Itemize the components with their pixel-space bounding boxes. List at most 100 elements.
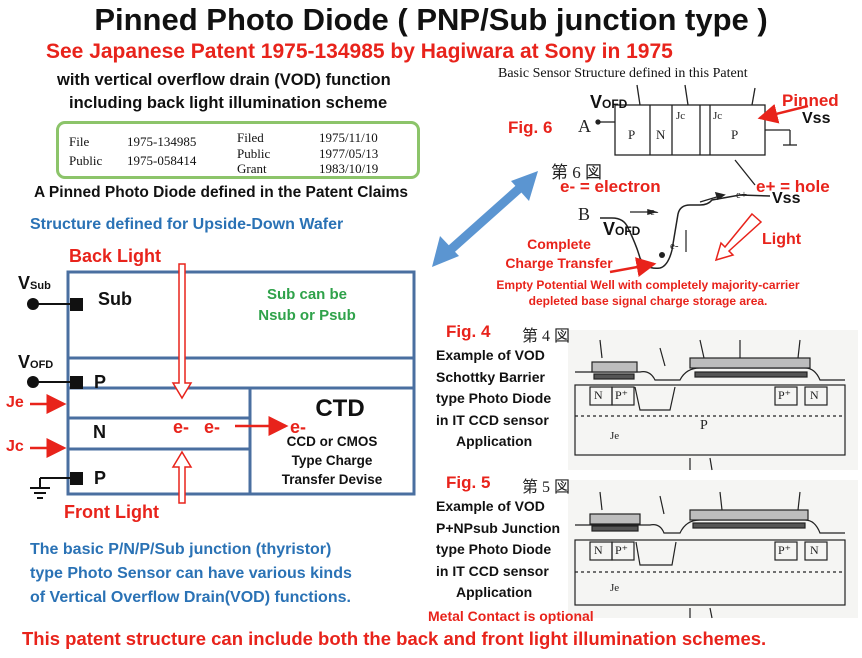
fig5-kanji: 第 5 図 [522,479,571,496]
footer-note: This patent structure can include both t… [22,628,767,649]
fig5-pplus-left: P⁺ [615,543,629,557]
public-label: Public [69,153,103,168]
patent-info-box: File 1975-134985 Public 1975-058414 File… [56,121,420,179]
fig4-desc-line1: Example of VOD [436,347,545,363]
sub-region-label: Sub [98,289,132,309]
fig6-vofd-label: VOFD [590,92,628,112]
fig6-e-plus: e+ [736,189,748,201]
fig5-desc-line2: P+NPsub Junction [436,519,561,536]
fig6-label: Fig. 6 [508,118,553,137]
light-arrow [714,212,763,262]
fig6-e-minus: e- [650,206,659,218]
back-light-label: Back Light [69,246,162,266]
fig6-jc2: Jc [713,110,723,122]
public-value: 1975-058414 [127,153,197,168]
pinned-arrow [757,104,809,124]
fig5-n-left: N [594,543,603,557]
fig4-label: Fig. 4 [446,322,491,341]
page-title: Pinned Photo Diode ( PNP/Sub junction ty… [94,2,768,37]
ctd-line3: Transfer Devise [281,472,383,487]
fig6-vss-b-label: Vss [772,190,801,207]
electron-2: e- [204,417,221,437]
complete-line1: Complete [527,236,591,252]
pinned-label: Pinned [782,91,839,110]
public2-value: 1977/05/13 [319,146,379,161]
vsub-label: VSub [18,273,51,293]
vofd-label: VOFD [18,352,54,372]
patent-reference: See Japanese Patent 1975-134985 by Hagiw… [46,40,673,63]
jc-label: Jc [6,438,24,455]
claims-caption: A Pinned Photo Diode defined in the Pate… [34,184,409,201]
p-bottom-region-label: P [94,468,107,488]
vod-description-line2: including back light illumination scheme [69,94,388,112]
hole-definition: e+ = hole [756,177,830,196]
vod-description-line1: with vertical overflow drain (VOD) funct… [57,71,391,89]
ctd-line1: CCD or CMOS [286,434,378,449]
fig4-n-right: N [810,388,819,402]
fig4-kanji: 第 4 図 [522,328,571,345]
fig6-n: N [656,127,666,142]
link-double-arrow [432,171,538,267]
fig5-background [568,480,858,618]
thyristor-line2: type Photo Sensor can have various kinds [30,565,352,582]
fig6-vss-label: Vss [802,110,831,127]
complete-charge-transfer: Complete Charge Transfer [497,235,621,273]
je-label: Je [6,394,24,411]
fig6-potential-sketch [600,191,771,270]
n-region-label: N [93,422,106,442]
filed-value: 1975/11/10 [319,130,378,145]
fig4-pplus-right: P⁺ [778,388,792,402]
fig4-desc-line4: in IT CCD sensor [436,411,549,428]
fig6-e-well: e- [670,240,679,252]
fig5-desc-line5: Application [456,584,533,600]
fig5-n-right: N [810,543,819,557]
fig4-background [568,330,858,470]
fig4-device-sketch [574,339,846,471]
fig6-kanji: 第 6 図 [551,163,602,182]
fig6-b-label: B [578,204,591,224]
thyristor-description: The basic P/N/P/Sub junction (thyristor)… [30,538,352,610]
complete-line2: Charge Transfer [505,255,613,271]
empty-well-line2: depleted base signal charge storage area… [528,294,768,308]
fig5-je: Je [610,582,620,594]
electron-3: e- [290,417,307,437]
grant-label: Grant [237,161,267,176]
fig4-desc-line2: Schottky Barrier [436,368,545,385]
front-light-label: Front Light [64,502,159,522]
electron-definition: e- = electron [560,177,661,196]
ground-terminal [30,472,83,499]
public2-label: Public [237,146,271,161]
basic-structure-caption: Basic Sensor Structure defined in this P… [498,66,748,81]
fig6-jc1: Jc [676,110,686,122]
fig5-desc-line1: Example of VOD [436,498,545,514]
fig5-desc-line3: type Photo Diode [436,541,552,557]
thyristor-line3: of Vertical Overflow Drain(VOD) function… [30,589,351,606]
fig6-vofd-b-label: VOFD [603,219,641,239]
fig5-desc-line4: in IT CCD sensor [436,562,549,579]
light-label: Light [762,231,802,248]
empty-well-line1: Empty Potential Well with completely maj… [496,278,800,292]
sub-note-line2: Nsub or Psub [258,307,356,324]
fig4-description: Example of VOD Schottky Barrier type Pho… [436,345,551,453]
fig4-pplus-left: P⁺ [615,388,629,402]
structure-caption: Structure defined for Upside-Down Wafer [30,216,344,233]
ctd-title: CTD [315,395,365,422]
back-light-arrow [171,263,193,400]
fig5-label: Fig. 5 [446,473,491,492]
fig6-a-label: A [578,116,591,136]
complete-transfer-arrow [609,257,657,277]
metal-contact-note: Metal Contact is optional [428,608,594,624]
empty-well-description: Empty Potential Well with completely maj… [436,277,860,309]
fig4-desc-line5: Application [456,433,533,449]
fig4-desc-line3: type Photo Diode [436,390,552,406]
fig5-description: Example of VOD P+NPsub Junction type Pho… [436,496,560,604]
electron-1: e- [173,417,190,437]
thyristor-line1: The basic P/N/P/Sub junction (thyristor) [30,541,332,558]
junction-structure [66,270,416,496]
fig6-p2: P [731,127,739,142]
vsub-terminal [27,298,83,311]
fig5-pplus-right: P⁺ [778,543,792,557]
ctd-line2: Type Charge [291,453,373,468]
file-value: 1975-134985 [127,134,197,149]
